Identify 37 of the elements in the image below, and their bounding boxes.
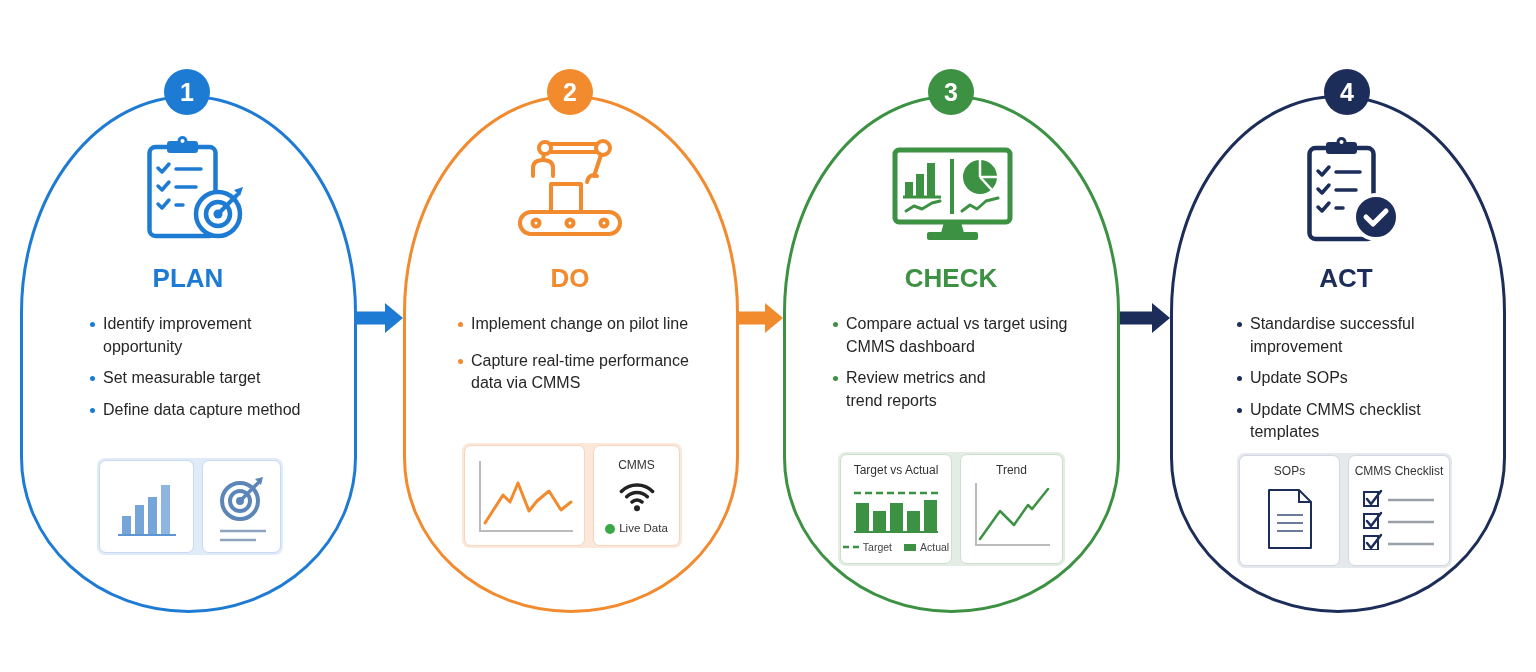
series-label: Target xyxy=(862,541,892,553)
card-title: CMMS xyxy=(618,458,655,472)
info-card xyxy=(840,454,952,564)
arrow xyxy=(357,303,403,333)
arrow xyxy=(1120,303,1170,333)
step-number: 4 xyxy=(1324,69,1370,115)
card-title: Trend xyxy=(996,463,1027,477)
bullet-item: Implement change on pilot line xyxy=(457,313,689,336)
bullet-item: Update SOPs xyxy=(1236,367,1348,390)
info-card xyxy=(593,445,680,546)
bullet-item: Update CMMS checklist templates xyxy=(1236,398,1430,444)
info-card xyxy=(464,445,585,546)
arrow xyxy=(739,303,783,333)
step-number: 2 xyxy=(547,69,593,115)
info-card xyxy=(1239,455,1340,566)
phase-title: ACT xyxy=(1319,263,1373,293)
phase-title: DO xyxy=(550,263,590,293)
step-number: 1 xyxy=(164,69,210,115)
bullet-item: Standardise successful improvement xyxy=(1236,313,1430,358)
step-number: 3 xyxy=(928,69,974,115)
card-title: CMMS Checklist xyxy=(1354,464,1444,478)
bullet-item: Compare actual vs target using CMMS dashboard xyxy=(832,313,1076,358)
bullet-item: Review metrics and trend reports xyxy=(832,367,1005,412)
card-title: Target vs Actual xyxy=(853,463,939,477)
card-title: SOPs xyxy=(1273,464,1306,478)
bullet-item: Capture real-time performance data via CMMS xyxy=(457,349,696,395)
bullet-item: Define data capture method xyxy=(89,398,301,421)
info-card xyxy=(202,460,281,553)
phase-title: PLAN xyxy=(152,263,224,293)
status-label: Live Data xyxy=(619,522,668,535)
info-card xyxy=(960,454,1063,564)
phase-title: CHECK xyxy=(904,263,998,293)
bullet-item: Identify improvement opportunity xyxy=(89,313,318,358)
info-card xyxy=(99,460,194,553)
info-card xyxy=(1348,455,1450,566)
series-label: Actual xyxy=(920,541,950,553)
bullet-item: Set measurable target xyxy=(89,367,261,390)
